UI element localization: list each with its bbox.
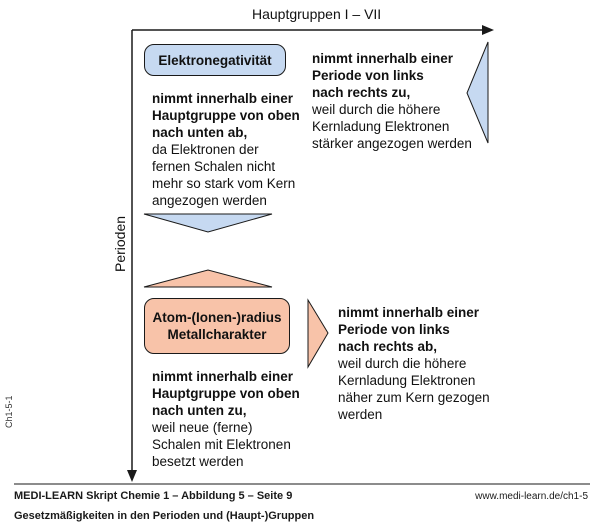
en-period-trend: nimmt innerhalb einer Periode von links … — [312, 50, 472, 152]
horizontal-axis-arrowhead — [482, 25, 494, 35]
en-group-text-3: mehr so stark vom Kern — [152, 176, 296, 191]
electronegativity-box: Elektronegativität — [144, 44, 286, 76]
atomic-radius-title-2: Metallcharakter — [167, 327, 267, 342]
en-period-text-3: stärker angezogen werden — [312, 136, 472, 151]
radius-period-bold-1: nimmt innerhalb einer — [338, 305, 480, 320]
radius-period-text-3: näher zum Kern gezogen — [338, 390, 490, 405]
en-period-wedge — [466, 41, 489, 144]
vertical-axis-arrowhead — [127, 470, 137, 482]
radius-period-text-1: weil durch die höhere — [338, 356, 467, 371]
en-group-trend: nimmt innerhalb einer Hauptgruppe von ob… — [152, 90, 300, 209]
side-code: Ch1-5-1 — [4, 395, 14, 428]
radius-period-trend: nimmt innerhalb einer Periode von links … — [338, 304, 490, 423]
en-group-bold-2: Hauptgruppe von oben — [152, 108, 300, 123]
radius-group-text-3: besetzt werden — [152, 454, 244, 469]
en-period-text-2: Kernladung Elektronen — [312, 119, 450, 134]
en-group-text-1: da Elektronen der — [152, 142, 259, 157]
footer-subtitle: Gesetzmäßigkeiten in den Perioden und (H… — [14, 510, 315, 522]
en-period-bold-3: nach rechts zu, — [312, 85, 411, 100]
atomic-radius-title-1: Atom-(Ionen-)radius — [152, 310, 282, 325]
radius-group-bold-3: nach unten zu, — [152, 403, 247, 418]
en-group-text-4: angezogen werden — [152, 193, 267, 208]
radius-period-bold-2: Periode von links — [338, 322, 450, 337]
en-group-bold-1: nimmt innerhalb einer — [152, 91, 294, 106]
vertical-axis-label: Perioden — [112, 215, 128, 272]
en-group-text-2: fernen Schalen nicht — [152, 159, 276, 174]
radius-period-bold-3: nach rechts ab, — [338, 339, 438, 354]
en-period-bold-1: nimmt innerhalb einer — [312, 51, 454, 66]
radius-period-text-2: Kernladung Elektronen — [338, 373, 476, 388]
footer-url[interactable]: www.medi-learn.de/ch1-5 — [475, 491, 588, 502]
electronegativity-title: Elektronegativität — [158, 52, 272, 68]
diagram-canvas — [14, 25, 590, 485]
en-group-bold-3: nach unten ab, — [152, 125, 248, 140]
en-period-bold-2: Periode von links — [312, 68, 424, 83]
radius-group-trend: nimmt innerhalb einer Hauptgruppe von ob… — [152, 368, 300, 470]
atomic-radius-box: Atom-(Ionen-)radius Metallcharakter — [144, 298, 290, 354]
radius-group-text-2: Schalen mit Elektronen — [152, 437, 291, 452]
radius-group-bold-1: nimmt innerhalb einer — [152, 369, 294, 384]
en-group-wedge — [143, 213, 273, 233]
radius-period-text-4: werden — [338, 407, 383, 422]
radius-group-wedge — [143, 269, 273, 288]
radius-group-text-1: weil neue (ferne) — [152, 420, 253, 435]
horizontal-axis-label: Hauptgruppen I – VII — [252, 6, 382, 22]
radius-period-wedge — [307, 298, 329, 369]
radius-group-bold-2: Hauptgruppe von oben — [152, 386, 300, 401]
footer-title: MEDI-LEARN Skript Chemie 1 – Abbildung 5… — [14, 490, 293, 502]
en-period-text-1: weil durch die höhere — [312, 102, 441, 117]
